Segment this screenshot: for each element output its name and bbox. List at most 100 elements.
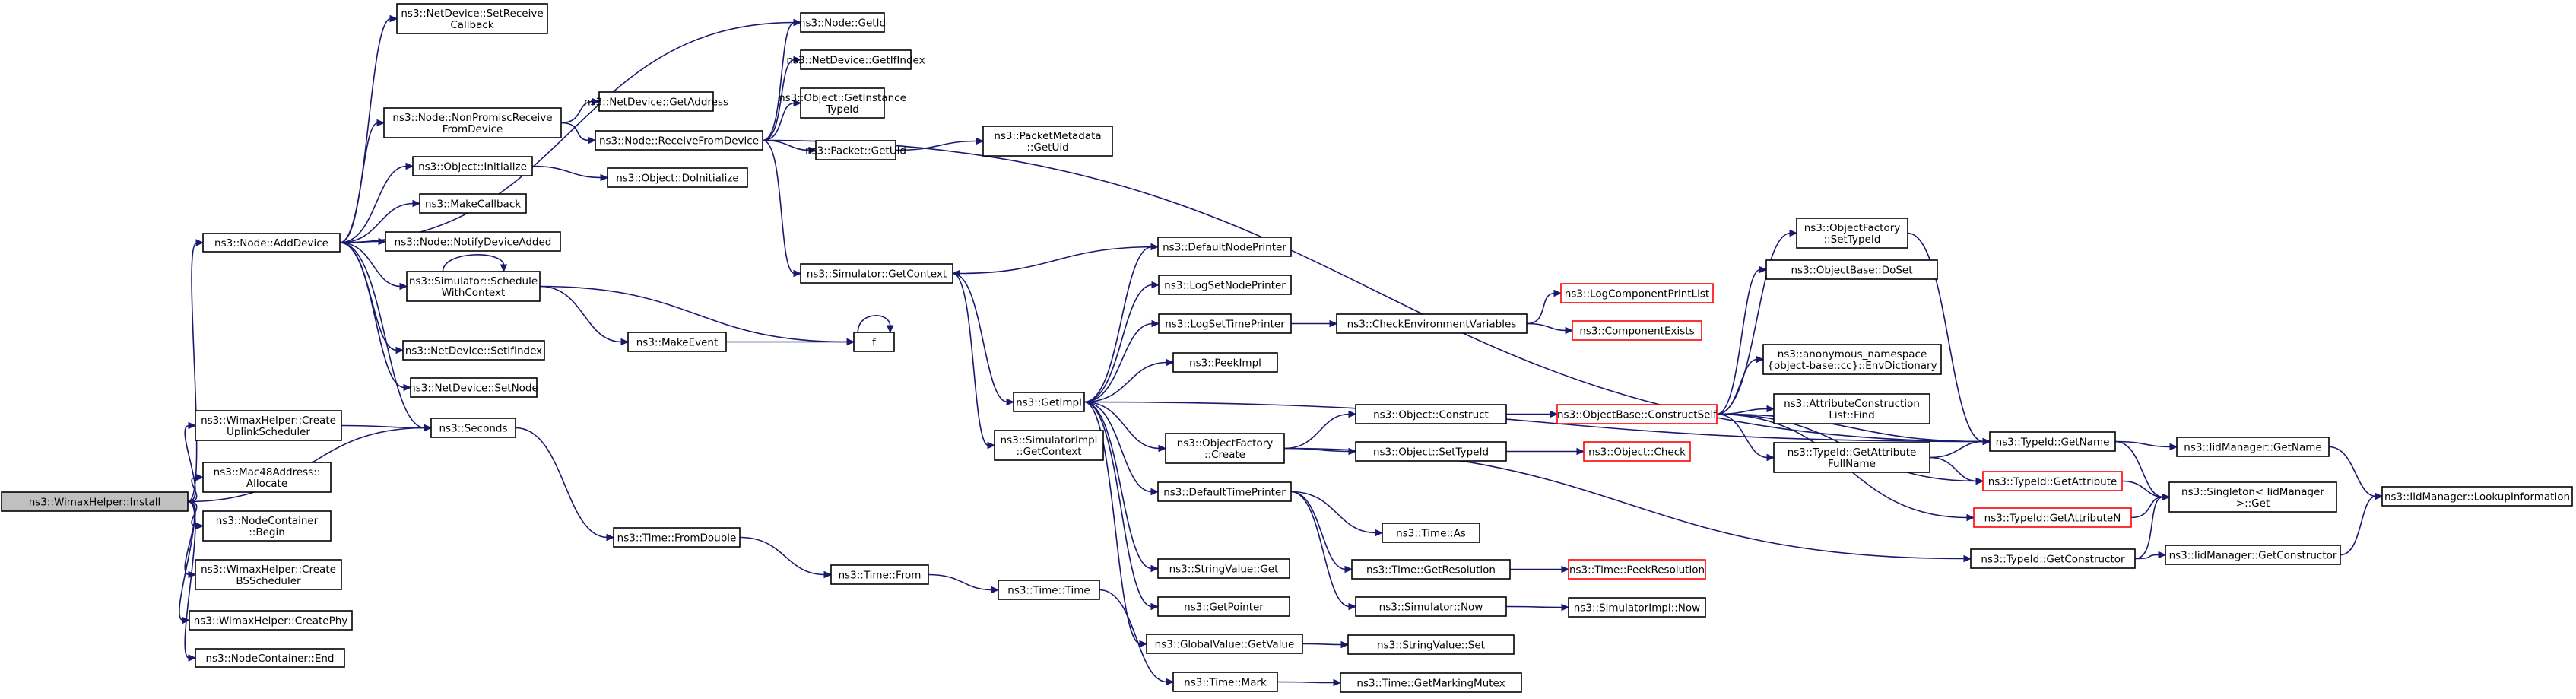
node-box-getattribute[interactable] bbox=[1982, 471, 2123, 491]
node-fromdouble[interactable]: ns3::Time::FromDouble bbox=[613, 527, 741, 548]
node-simnow[interactable]: ns3::Simulator::Now bbox=[1355, 596, 1507, 617]
node-box-f[interactable] bbox=[853, 332, 895, 352]
node-ofcreate[interactable]: ns3::ObjectFactory::Create bbox=[1165, 433, 1285, 464]
node-adddevice[interactable]: ns3::Node::AddDevice bbox=[202, 233, 341, 253]
node-getattribute[interactable]: ns3::TypeId::GetAttribute bbox=[1982, 471, 2123, 491]
node-peekimpl[interactable]: ns3::PeekImpl bbox=[1172, 352, 1278, 373]
node-box-stringset[interactable] bbox=[1347, 634, 1515, 655]
node-doinitialize[interactable]: ns3::Object::DoInitialize bbox=[607, 167, 748, 188]
node-makeevent[interactable]: ns3::MakeEvent bbox=[627, 332, 727, 352]
node-box-createbs[interactable] bbox=[195, 559, 342, 590]
node-globalget[interactable]: ns3::GlobalValue::GetValue bbox=[1146, 634, 1303, 654]
node-stringget[interactable]: ns3::StringValue::Get bbox=[1157, 558, 1290, 579]
node-box-constructself[interactable] bbox=[1556, 404, 1718, 424]
node-getimpl[interactable]: ns3::GetImpl bbox=[1013, 392, 1085, 412]
node-box-logtimeprinter[interactable] bbox=[1158, 313, 1292, 334]
node-setnode[interactable]: ns3::NetDevice::SetNode bbox=[409, 377, 538, 398]
node-dosetbase[interactable]: ns3::ObjectBase::DoSet bbox=[1765, 259, 1938, 280]
node-logtimeprinter[interactable]: ns3::LogSetTimePrinter bbox=[1158, 313, 1292, 334]
node-box-getimpl[interactable] bbox=[1013, 392, 1085, 412]
node-box-schedule[interactable] bbox=[406, 271, 541, 302]
node-box-markingmutex[interactable] bbox=[1340, 672, 1522, 693]
node-getcontext[interactable]: ns3::Simulator::GetContext bbox=[800, 263, 953, 284]
node-box-timefrom[interactable] bbox=[830, 564, 929, 585]
node-ncend[interactable]: ns3::NodeContainer::End bbox=[195, 648, 345, 668]
node-box-envdict[interactable] bbox=[1762, 344, 1942, 375]
node-box-getcontext[interactable] bbox=[800, 263, 953, 284]
node-objconstruct[interactable]: ns3::Object::Construct bbox=[1355, 404, 1507, 424]
node-timefrom[interactable]: ns3::Time::From bbox=[830, 564, 929, 585]
node-defnodeprinter[interactable]: ns3::DefaultNodePrinter bbox=[1157, 237, 1292, 257]
node-timeas[interactable]: ns3::Time::As bbox=[1382, 523, 1480, 543]
node-lognodeprinter[interactable]: ns3::LogSetNodePrinter bbox=[1158, 275, 1292, 295]
node-box-nonpromisc[interactable] bbox=[383, 107, 562, 138]
node-iidgetctor[interactable]: ns3::IidManager::GetConstructor bbox=[2165, 545, 2341, 565]
node-box-simimplctx[interactable] bbox=[994, 430, 1104, 461]
node-box-getpointer[interactable] bbox=[1157, 596, 1290, 617]
node-markingmutex[interactable]: ns3::Time::GetMarkingMutex bbox=[1340, 672, 1522, 693]
node-objcheck[interactable]: ns3::Object::Check bbox=[1583, 441, 1691, 462]
node-box-lognodeprinter[interactable] bbox=[1158, 275, 1292, 295]
node-install[interactable]: ns3::WimaxHelper::Install bbox=[1, 491, 189, 512]
node-box-adddevice[interactable] bbox=[202, 233, 341, 253]
node-objsettypeid[interactable]: ns3::Object::SetTypeId bbox=[1355, 441, 1507, 462]
node-box-packetuid[interactable] bbox=[815, 140, 896, 160]
node-box-timemark[interactable] bbox=[1172, 672, 1278, 692]
node-box-lookupinfo[interactable] bbox=[2381, 486, 2573, 507]
node-getaddress[interactable]: ns3::NetDevice::GetAddress bbox=[584, 91, 728, 112]
node-box-initialize[interactable] bbox=[412, 156, 533, 176]
node-box-attrfullname[interactable] bbox=[1773, 442, 1930, 473]
node-box-seconds[interactable] bbox=[430, 418, 516, 438]
node-box-logcomplist[interactable] bbox=[1560, 283, 1714, 303]
node-createphy[interactable]: ns3::WimaxHelper::CreatePhy bbox=[189, 610, 353, 631]
node-box-singleton[interactable] bbox=[2168, 481, 2337, 513]
node-singleton[interactable]: ns3::Singleton< IidManager>::Get bbox=[2168, 481, 2337, 513]
node-box-simimplnow[interactable] bbox=[1568, 597, 1706, 618]
node-compexists[interactable]: ns3::ComponentExists bbox=[1572, 320, 1702, 341]
node-box-createuplink[interactable] bbox=[195, 410, 342, 441]
node-box-compexists[interactable] bbox=[1572, 320, 1702, 341]
node-notifyadded[interactable]: ns3::Node::NotifyDeviceAdded bbox=[385, 231, 561, 252]
node-box-timetime[interactable] bbox=[998, 580, 1100, 600]
node-box-metadatauid[interactable] bbox=[982, 126, 1113, 157]
node-box-ofcreate[interactable] bbox=[1165, 433, 1285, 464]
node-box-peekres[interactable] bbox=[1568, 559, 1706, 580]
node-setifindex[interactable]: ns3::NetDevice::SetIfIndex bbox=[402, 340, 545, 361]
node-box-getname[interactable] bbox=[1989, 431, 2116, 452]
node-getname[interactable]: ns3::TypeId::GetName bbox=[1989, 431, 2116, 452]
node-checkenv[interactable]: ns3::CheckEnvironmentVariables bbox=[1336, 313, 1528, 334]
node-box-defnodeprinter[interactable] bbox=[1157, 237, 1292, 257]
node-box-checkenv[interactable] bbox=[1336, 313, 1528, 334]
node-deftimeprinter[interactable]: ns3::DefaultTimePrinter bbox=[1157, 481, 1292, 502]
node-box-receivefrom[interactable] bbox=[595, 130, 763, 151]
node-box-ncend[interactable] bbox=[195, 648, 345, 668]
node-getattributen[interactable]: ns3::TypeId::GetAttributeN bbox=[1973, 507, 2132, 528]
node-timemark[interactable]: ns3::Time::Mark bbox=[1172, 672, 1278, 692]
node-getifindex[interactable]: ns3::NetDevice::GetIfIndex bbox=[786, 49, 925, 70]
node-constructself[interactable]: ns3::ObjectBase::ConstructSelf bbox=[1556, 404, 1718, 424]
node-box-setreceive[interactable] bbox=[396, 3, 548, 34]
node-box-stringget[interactable] bbox=[1157, 558, 1290, 579]
node-simimplnow[interactable]: ns3::SimulatorImpl::Now bbox=[1568, 597, 1706, 618]
node-simimplctx[interactable]: ns3::SimulatorImpl::GetContext bbox=[994, 430, 1104, 461]
node-box-getattributen[interactable] bbox=[1973, 507, 2132, 528]
node-box-mac48[interactable] bbox=[202, 462, 332, 493]
node-box-getaddress[interactable] bbox=[598, 91, 714, 112]
node-lookupinfo[interactable]: ns3::IidManager::LookupInformation bbox=[2381, 486, 2573, 507]
node-f[interactable]: f bbox=[853, 332, 895, 352]
node-box-dosetbase[interactable] bbox=[1765, 259, 1938, 280]
node-box-timeas[interactable] bbox=[1382, 523, 1480, 543]
node-iidgetname[interactable]: ns3::IidManager::GetName bbox=[2176, 437, 2330, 457]
node-seconds[interactable]: ns3::Seconds bbox=[430, 418, 516, 438]
node-box-install[interactable] bbox=[1, 491, 189, 512]
node-box-setnode[interactable] bbox=[410, 377, 538, 398]
node-getresolution[interactable]: ns3::Time::GetResolution bbox=[1351, 559, 1511, 580]
node-box-objconstruct[interactable] bbox=[1355, 404, 1507, 424]
node-box-makecallback[interactable] bbox=[419, 193, 527, 214]
node-metadatauid[interactable]: ns3::PacketMetadata::GetUid bbox=[982, 126, 1113, 157]
